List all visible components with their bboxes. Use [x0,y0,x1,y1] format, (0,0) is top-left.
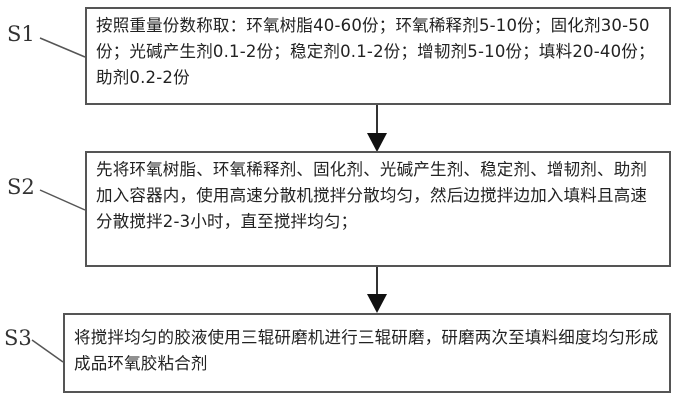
step-text-s3: 将搅拌均匀的胶液使用三辊研磨机进行三辊研磨，研磨两次至填料细度均匀形成成品环氧胶… [74,328,659,373]
arrow-down-icon [367,294,387,313]
s3-leader-line [31,339,64,363]
step-label-s3: S3 [4,326,32,350]
step-label-s1: S1 [7,22,35,46]
step-text-s2: 先将环氧树脂、环氧稀释剂、固化剂、光碱产生剂、稳定剂、增韧剂、助剂加入容器内，使… [96,160,648,231]
step-box-s3: 将搅拌均匀的胶液使用三辊研磨机进行三辊研磨，研磨两次至填料细度均匀形成成品环氧胶… [63,313,671,393]
step-label-s2: S2 [7,175,35,199]
step-text-s1: 按照重量份数称取：环氧树脂40-60份；环氧稀释剂5-10份；固化剂30-50份… [96,16,655,87]
s1-leader-line [39,37,86,58]
arrow-down-icon [367,133,387,152]
step-box-s1: 按照重量份数称取：环氧树脂40-60份；环氧稀释剂5-10份；固化剂30-50份… [85,7,671,105]
s2-leader-line [39,189,86,211]
step-box-s2: 先将环氧树脂、环氧稀释剂、固化剂、光碱产生剂、稳定剂、增韧剂、助剂加入容器内，使… [85,151,671,267]
